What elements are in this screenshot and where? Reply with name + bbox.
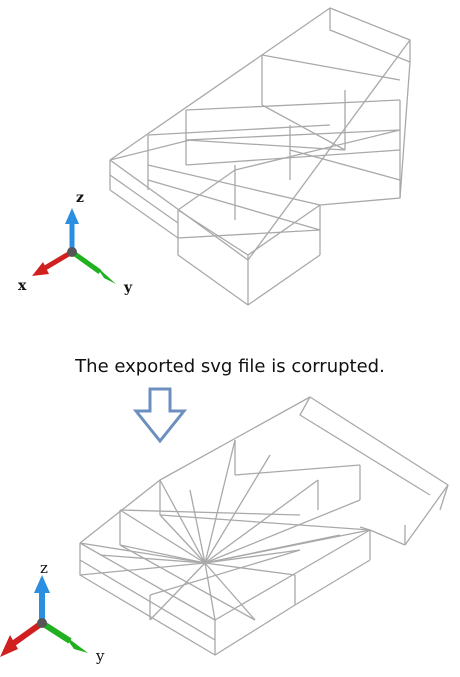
wireframe-box-top [109, 7, 411, 306]
axis-triad-icon: z y [0, 559, 105, 665]
original-wireframe-drawing: z x y [18, 7, 411, 306]
y-axis-label: y [95, 647, 105, 665]
z-axis-label: z [76, 190, 84, 206]
down-arrow-icon [130, 385, 190, 445]
x-axis-label: x [18, 278, 27, 294]
corrupted-wireframe-drawing: z y [0, 396, 449, 665]
corrupted-wireframe-figure: z y [0, 395, 460, 677]
y-axis-label: y [123, 280, 133, 296]
wireframe-box-bottom [79, 396, 449, 656]
original-wireframe-figure: z x y [0, 0, 460, 330]
axis-triad-icon: z x y [18, 190, 133, 296]
z-axis-label: z [40, 559, 48, 577]
caption-text: The exported svg file is corrupted. [75, 356, 385, 377]
